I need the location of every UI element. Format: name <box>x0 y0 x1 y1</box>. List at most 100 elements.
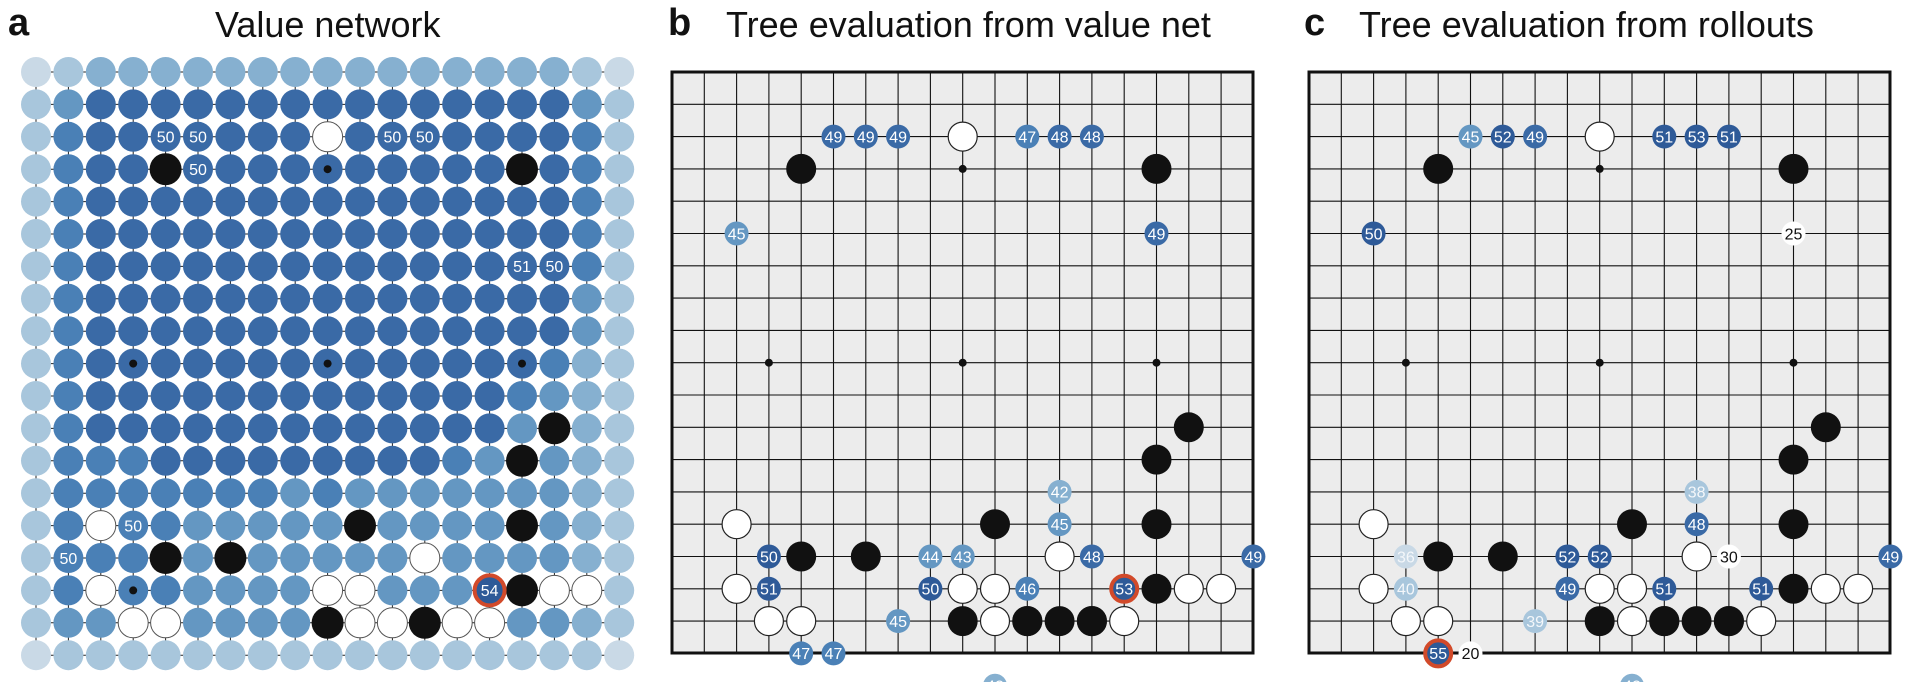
value-disk <box>377 413 408 444</box>
value-disk <box>118 445 149 476</box>
value-disk <box>183 219 213 249</box>
value-label: 50 <box>760 549 778 566</box>
value-disk <box>150 186 181 217</box>
value-disk <box>150 575 181 606</box>
value-disk <box>280 640 311 671</box>
value-disk <box>183 57 213 87</box>
value-disk <box>280 543 311 573</box>
value-disk <box>571 478 602 509</box>
value-disk <box>507 219 537 249</box>
value-disk <box>571 510 602 541</box>
white-stone <box>1810 573 1841 604</box>
value-label: 20 <box>1462 646 1480 663</box>
black-stone <box>1423 153 1454 184</box>
white-stone <box>344 574 376 606</box>
value-disk <box>21 283 51 314</box>
value-disk <box>280 478 311 509</box>
value-disk <box>280 316 311 347</box>
value-disk <box>247 607 278 638</box>
value-disk <box>1555 544 1580 569</box>
white-stone <box>1205 573 1237 604</box>
value-disk <box>604 543 635 573</box>
value-disk <box>474 283 505 314</box>
value-label: 50 <box>189 130 207 147</box>
value-label: 50 <box>189 162 207 179</box>
value-disk <box>247 186 278 217</box>
value-disk <box>280 154 311 185</box>
white-stone <box>721 573 752 604</box>
value-disk <box>571 607 602 638</box>
value-disk <box>247 445 278 476</box>
value-label: 47 <box>825 646 843 663</box>
value-disk <box>377 445 408 476</box>
value-disk <box>247 316 278 347</box>
value-label: 52 <box>1559 549 1577 566</box>
value-disk <box>280 251 311 282</box>
value-label: 53 <box>1115 582 1133 599</box>
value-disk <box>280 445 311 476</box>
value-disk <box>85 445 116 476</box>
value-disk <box>215 154 246 185</box>
black-stone <box>1044 606 1075 637</box>
black-stone <box>344 509 376 542</box>
black-stone <box>149 153 182 186</box>
value-disk <box>345 478 375 509</box>
value-disk <box>183 543 213 573</box>
value-disk <box>571 154 602 185</box>
value-disk <box>474 251 505 282</box>
value-disk <box>1458 641 1483 666</box>
value-disk <box>409 381 440 411</box>
value-disk <box>474 640 505 671</box>
value-disk <box>1555 576 1580 601</box>
value-disk <box>215 219 246 249</box>
value-label: 46 <box>1018 582 1036 599</box>
value-disk <box>409 413 440 444</box>
value-disk <box>442 413 473 444</box>
value-disk <box>118 478 149 509</box>
value-label: 49 <box>1148 226 1166 243</box>
value-disk <box>539 219 570 249</box>
value-disk <box>280 607 311 638</box>
black-stone <box>1778 573 1809 604</box>
value-disk <box>312 219 343 249</box>
black-stone <box>214 542 247 574</box>
value-disk <box>215 381 246 411</box>
value-disk <box>215 348 246 379</box>
value-disk <box>150 478 181 509</box>
value-disk <box>280 413 311 444</box>
value-disk <box>442 316 473 347</box>
value-disk <box>215 607 246 638</box>
value-disk <box>183 640 213 671</box>
value-disk <box>474 316 505 347</box>
value-disk <box>474 413 505 444</box>
value-disk <box>377 283 408 314</box>
value-disk <box>474 543 505 573</box>
value-disk <box>474 478 505 509</box>
black-stone <box>1141 153 1172 184</box>
value-label: 50 <box>124 518 142 535</box>
hoshi-point <box>1789 358 1798 367</box>
value-disk <box>21 543 51 573</box>
value-disk <box>21 57 51 87</box>
value-disk <box>183 89 213 120</box>
value-label: 45 <box>889 614 907 631</box>
value-disk <box>409 348 440 379</box>
value-disk <box>571 251 602 282</box>
value-disk <box>53 57 84 87</box>
value-disk <box>409 154 440 185</box>
value-disk <box>604 478 635 509</box>
value-disk <box>918 576 943 601</box>
value-disk <box>183 283 213 314</box>
value-label: 48 <box>1051 129 1069 146</box>
value-disk <box>539 510 570 541</box>
value-disk <box>85 219 116 249</box>
best-move-marker <box>472 573 507 608</box>
value-label: 50 <box>60 551 78 568</box>
value-disk <box>886 609 911 634</box>
black-stone <box>1778 509 1809 540</box>
value-disk <box>604 283 635 314</box>
value-label: 48 <box>1083 129 1101 146</box>
value-disk <box>442 57 473 87</box>
value-disk <box>604 121 635 152</box>
